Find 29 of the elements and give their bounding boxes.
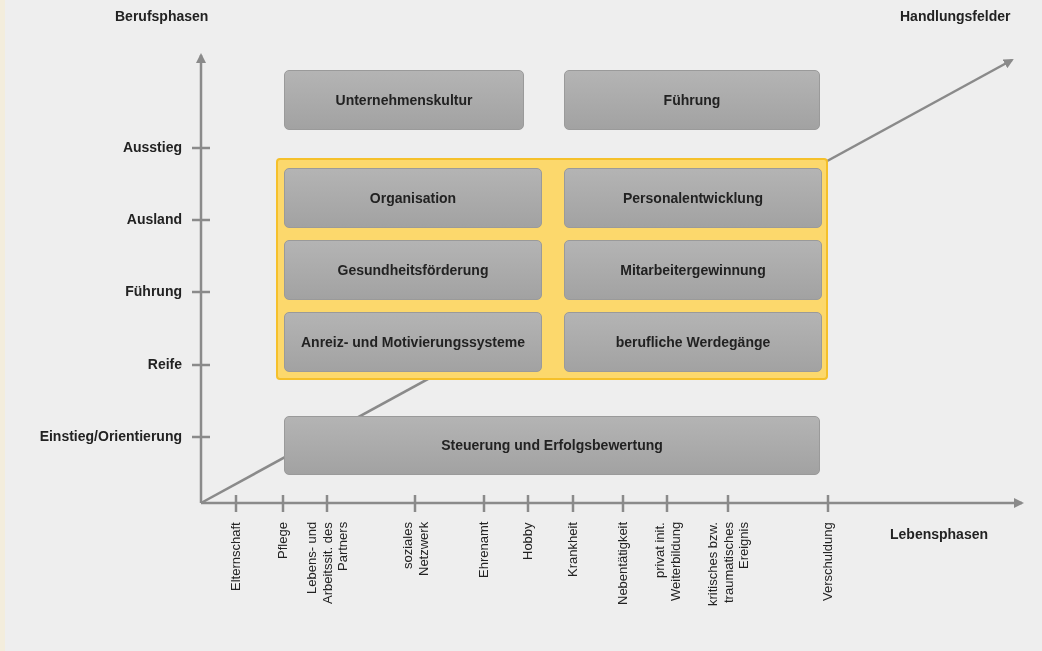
- topic-box: berufliche Werdegänge: [564, 312, 822, 372]
- axis-title: Berufsphasen: [115, 8, 209, 24]
- tick-label: Einstieg/Orientierung: [38, 428, 182, 444]
- topic-box: Anreiz- und Motivierungssysteme: [284, 312, 542, 372]
- axis-title: Lebensphasen: [890, 526, 989, 542]
- tick-label: Elternschaft: [228, 522, 244, 593]
- topic-box: Steuerung und Erfolgsbewertung: [284, 416, 820, 475]
- tick-label: kritisches bzw. traumatisches Ereignis: [704, 522, 752, 608]
- topic-box: Unternehmenskultur: [284, 70, 524, 130]
- topic-box: Gesundheitsförderung: [284, 240, 542, 300]
- tick-label: Krankheit: [565, 522, 581, 579]
- topic-box: Mitarbeitergewinnung: [564, 240, 822, 300]
- tick-label: Hobby: [520, 522, 536, 562]
- axis-title: Handlungsfelder: [900, 8, 1011, 24]
- tick-label: Reife: [146, 356, 182, 372]
- tick-label: Verschuldung: [820, 522, 836, 603]
- topic-box: Führung: [564, 70, 820, 130]
- tick-label: Ehrenamt: [476, 522, 492, 581]
- tick-label: privat init. Weiterbildung: [651, 522, 683, 604]
- tick-label: Nebentätigkeit: [615, 522, 631, 608]
- tick-label: soziales Netzwerk: [399, 522, 431, 579]
- tick-label: Führung: [124, 283, 182, 299]
- tick-label: Pflege: [275, 522, 291, 561]
- tick-label: Ausstieg: [121, 139, 182, 155]
- highlight-band: [276, 158, 828, 380]
- tick-label: Ausland: [125, 211, 182, 227]
- topic-box: Personalentwicklung: [564, 168, 822, 228]
- tick-label: Lebens- und Arbeitssit. des Partners: [303, 522, 351, 606]
- topic-box: Organisation: [284, 168, 542, 228]
